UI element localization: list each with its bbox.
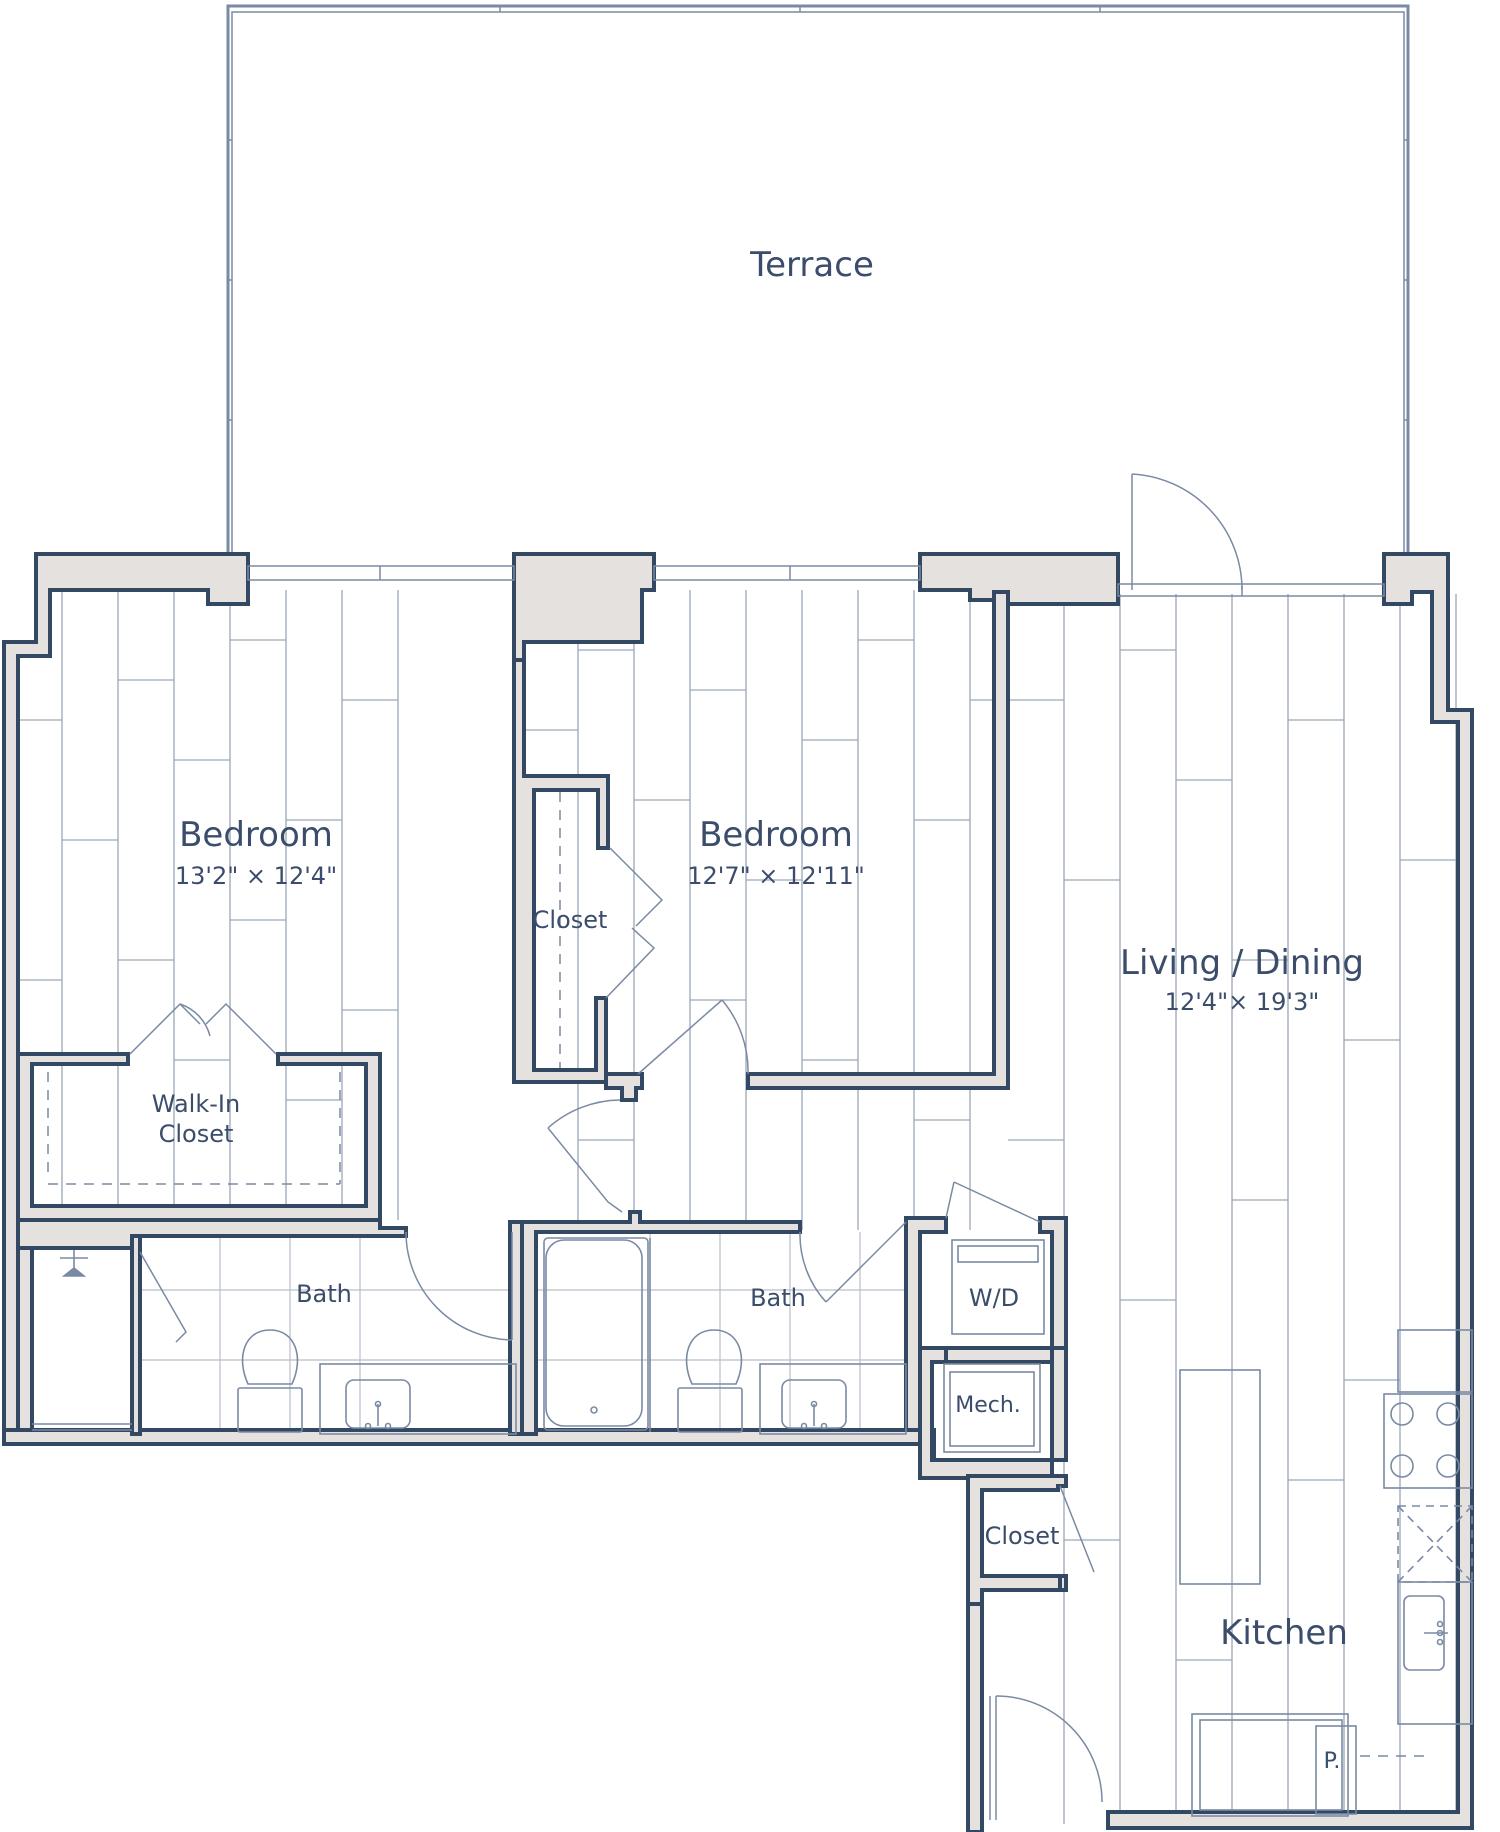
terrace: Terrace xyxy=(226,4,1410,552)
kitchen-counter xyxy=(1383,1329,1473,1725)
washer-dryer-icon xyxy=(951,1239,1045,1335)
toilet-icon xyxy=(677,1329,743,1433)
closet-bedroom-2-label: Closet xyxy=(533,906,608,934)
walk-in-closet-label-line-1: Walk-In xyxy=(152,1090,240,1118)
floor-planks xyxy=(18,590,1457,1824)
fixtures xyxy=(32,1237,1473,1817)
mechanical-unit-icon xyxy=(943,1363,1041,1453)
doors xyxy=(129,473,1243,1820)
refrigerator-icon xyxy=(1191,1713,1349,1817)
pantry-label: P. xyxy=(1324,1749,1341,1774)
kitchen-label: Kitchen xyxy=(1220,1613,1348,1653)
bedroom-1-dimensions: 13'2" × 12'4" xyxy=(175,862,337,890)
room-labels: Bedroom 13'2" × 12'4" Bedroom 12'7" × 12… xyxy=(152,815,1364,1774)
dining-table xyxy=(1179,1369,1261,1585)
sink-icon xyxy=(781,1379,847,1430)
living-dining-label: Living / Dining xyxy=(1120,943,1364,983)
closet-hall-label: Closet xyxy=(985,1522,1060,1550)
bedroom-1-label: Bedroom xyxy=(179,815,333,855)
walk-in-closet-label-line-2: Closet xyxy=(159,1120,234,1148)
bath-1-label: Bath xyxy=(296,1280,352,1308)
closet-shelves xyxy=(47,792,1432,1757)
bedroom-2-dimensions: 12'7" × 12'11" xyxy=(687,862,865,890)
bathtub-icon xyxy=(543,1237,651,1432)
washer-dryer-label: W/D xyxy=(969,1284,1019,1312)
windows xyxy=(247,565,1385,597)
shower-head-icon xyxy=(60,1250,88,1277)
interior-walls xyxy=(16,590,1068,1606)
kitchen-sink-icon xyxy=(1403,1595,1448,1671)
bath-2-label: Bath xyxy=(750,1284,806,1312)
living-dining-dimensions: 12'4"× 19'3" xyxy=(1165,988,1320,1016)
terrace-label: Terrace xyxy=(749,245,874,285)
bedroom-2-label: Bedroom xyxy=(699,815,853,855)
mechanical-label: Mech. xyxy=(955,1393,1021,1418)
sink-icon xyxy=(345,1379,411,1430)
toilet-icon xyxy=(237,1329,303,1433)
